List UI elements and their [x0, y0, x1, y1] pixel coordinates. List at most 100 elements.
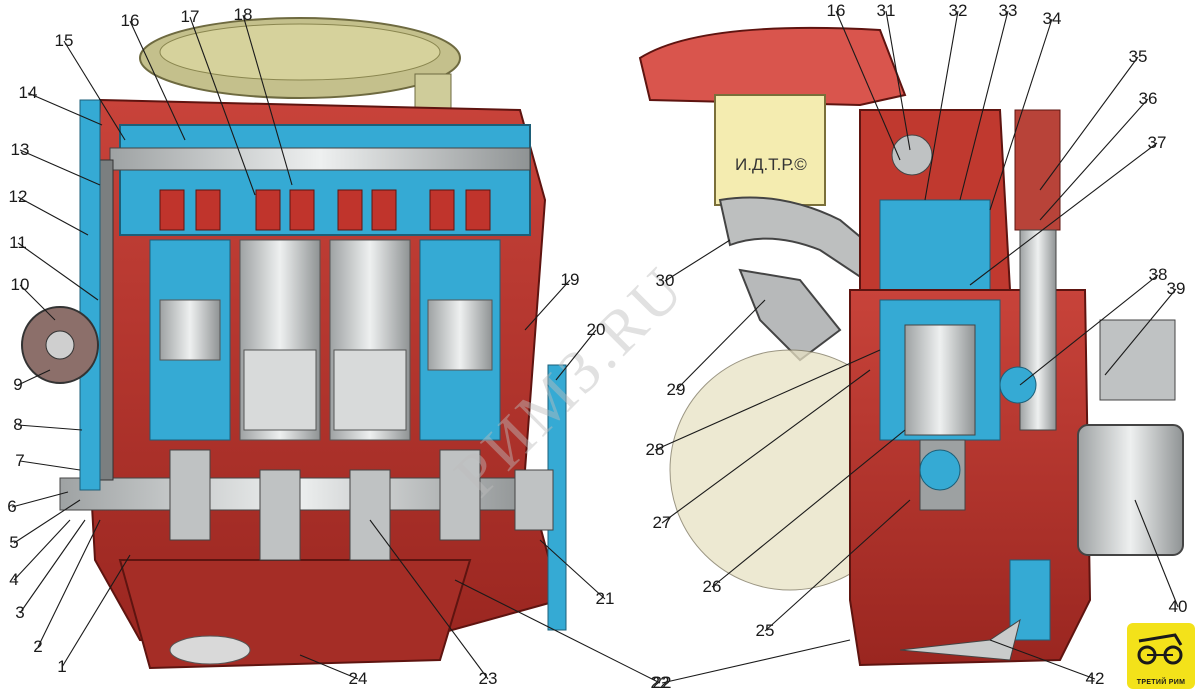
- right-leader-line: [675, 299, 766, 391]
- right-callout-number: 35: [1129, 47, 1148, 66]
- right-callout-number: 38: [1149, 265, 1168, 284]
- left-callout-number: 6: [7, 497, 16, 516]
- left-callout-number: 11: [9, 233, 27, 252]
- cylinder-head: [119, 124, 531, 236]
- right-callout-number: 31: [877, 1, 896, 20]
- right-callout-number: 32: [949, 1, 968, 20]
- right-leader-line: [885, 10, 911, 151]
- right-leader-line: [1019, 274, 1159, 386]
- cylinders: [149, 239, 501, 441]
- left-engine-section: [21, 17, 567, 670]
- right-callout-number: 42: [1086, 669, 1105, 688]
- left-leader-line: [539, 539, 606, 600]
- left-callout-number: 4: [9, 570, 18, 589]
- left-leader-line: [129, 20, 186, 141]
- camshaft: [109, 147, 531, 171]
- left-callout-number: 15: [55, 31, 74, 50]
- left-callout-number: 18: [234, 5, 253, 24]
- distributor: [1014, 109, 1061, 231]
- logo: ТРЕТИЙ РИМ: [1127, 623, 1195, 689]
- left-callout-number: 5: [9, 533, 18, 552]
- right-callout-number: 39: [1167, 279, 1186, 298]
- right-leader-line: [1104, 288, 1177, 376]
- right-leader-line: [1039, 56, 1139, 191]
- right-callout-number: 33: [999, 1, 1018, 20]
- left-callout-number: 10: [11, 275, 30, 294]
- valve-springs: [159, 189, 491, 231]
- left-leader-line: [11, 491, 69, 508]
- right-leader-line: [654, 349, 881, 451]
- left-leader-line: [13, 499, 81, 544]
- left-leader-line: [63, 40, 126, 141]
- right-leader-line: [661, 639, 851, 684]
- right-callout-number: 30: [656, 271, 675, 290]
- left-leader-line: [61, 554, 131, 668]
- left-leader-line: [242, 14, 293, 186]
- left-callout-number: 3: [15, 603, 24, 622]
- carburetor: [714, 94, 826, 206]
- right-leader-line: [1134, 499, 1179, 608]
- left-callout-number: 13: [11, 140, 30, 159]
- right-leader-line: [661, 369, 871, 524]
- left-leader-line: [13, 519, 71, 581]
- right-leader-line: [924, 10, 959, 201]
- left-leader-line: [555, 329, 597, 381]
- right-leader-line: [711, 429, 906, 588]
- right-leader-line: [1039, 98, 1149, 221]
- left-callout-number: 1: [57, 657, 66, 676]
- right-engine-section: И.Д.Т.Р.©: [638, 26, 1184, 667]
- right-leader-line: [664, 239, 731, 282]
- left-callout-number: 2: [33, 637, 42, 656]
- left-callout-number: 9: [13, 375, 22, 394]
- right-callout-number: 16: [827, 1, 846, 20]
- cart-icon: [1137, 633, 1183, 665]
- left-callout-number: 21: [596, 589, 615, 608]
- left-callout-number: 12: [9, 187, 28, 206]
- left-leader-line: [19, 284, 56, 321]
- fuel-pump: [1099, 319, 1176, 401]
- left-leader-line: [17, 369, 51, 386]
- right-leader-line: [959, 10, 1009, 201]
- exhaust-manifold: [738, 268, 842, 362]
- left-leader-line: [17, 242, 99, 301]
- left-callout-number: 20: [587, 320, 606, 339]
- left-leader-line: [299, 654, 359, 680]
- left-callout-number: 14: [19, 83, 38, 102]
- right-callout-number: 25: [756, 621, 775, 640]
- left-leader-line: [19, 460, 81, 471]
- left-leader-line: [524, 279, 571, 331]
- right-leader-line: [835, 10, 901, 161]
- right-callout-number: 34: [1043, 9, 1062, 28]
- right-leader-line: [989, 18, 1053, 211]
- left-callout-number: 23: [479, 669, 498, 688]
- right-callout-number: 37: [1148, 133, 1167, 152]
- left-leader-line: [37, 519, 101, 648]
- logo-caption: ТРЕТИЙ РИМ: [1136, 679, 1186, 686]
- right-callout-number: 40: [1169, 597, 1188, 616]
- right-leader-line: [969, 142, 1158, 286]
- left-leader-line: [19, 519, 86, 614]
- oil-pump: [1009, 559, 1051, 641]
- left-leader-line: [19, 149, 101, 186]
- left-leader-line: [27, 92, 103, 126]
- left-callout-number: 16: [121, 11, 140, 30]
- right-leader-line: [764, 499, 911, 632]
- right-callout-number: 29: [667, 380, 686, 399]
- left-callout-number: 19: [561, 270, 580, 289]
- left-leader-line: [454, 579, 661, 684]
- stamp-text: И.Д.Т.Р.©: [735, 155, 807, 174]
- right-callout-number: 26: [703, 577, 722, 596]
- left-leader-line: [369, 519, 489, 680]
- left-leader-line: [17, 196, 89, 236]
- air-filter-red: [638, 26, 907, 107]
- right-callout-number: 28: [646, 440, 665, 459]
- left-callout-number: 24: [349, 669, 368, 688]
- left-leader-line: [17, 424, 83, 431]
- timing-cover: [79, 99, 101, 491]
- left-callout-number: 22: [651, 673, 670, 692]
- right-callout-number: 27: [653, 513, 672, 532]
- left-callout-number: 8: [13, 415, 22, 434]
- left-leader-line: [189, 16, 256, 196]
